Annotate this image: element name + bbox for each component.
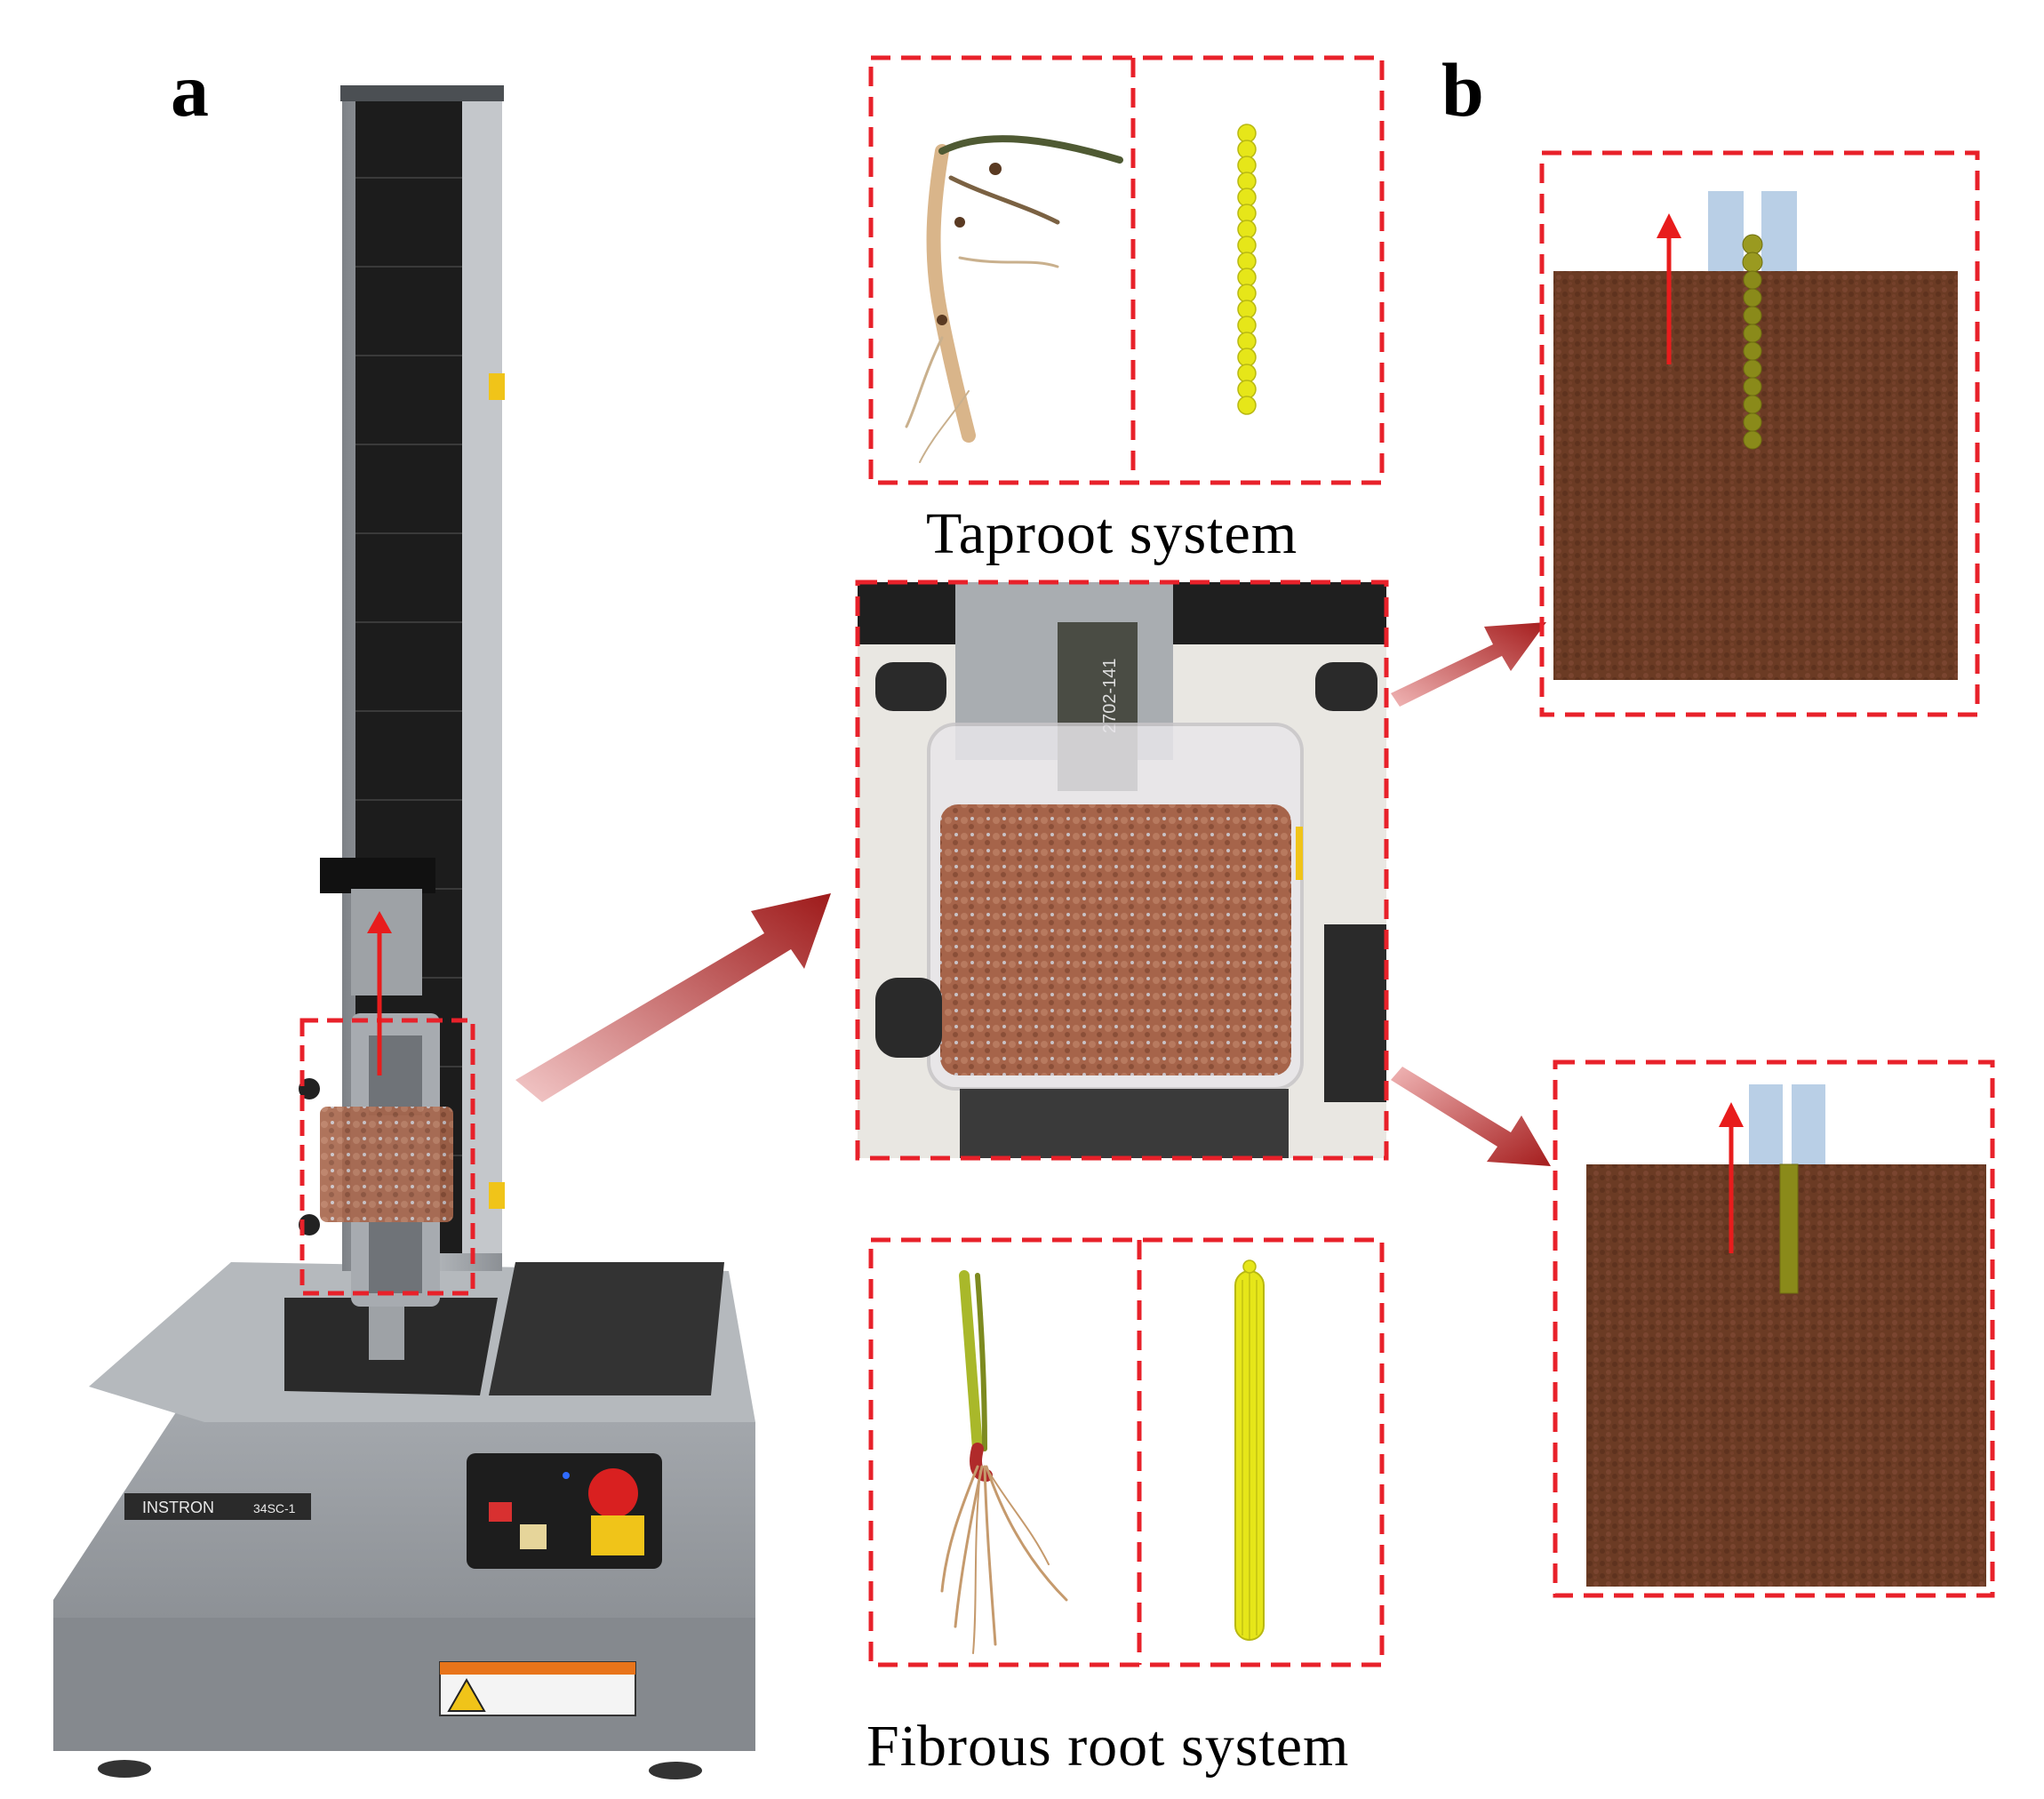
- panel-label-a: a: [171, 47, 209, 132]
- model-text: 34SC-1: [253, 1501, 296, 1515]
- soil-container-photo: 2702-141: [855, 580, 1389, 1161]
- machine-foot: [649, 1762, 702, 1779]
- taproot-model-box: [1539, 150, 1980, 717]
- upper-grip: [351, 889, 422, 995]
- control-button: [489, 1502, 512, 1522]
- grip-window: [369, 1035, 422, 1115]
- taproot-dem-model: [1539, 150, 1980, 717]
- fibrous-embedded-bundle: [1779, 1163, 1799, 1294]
- warning-triangle-icon: [447, 1677, 486, 1712]
- photo-knob-left: [875, 662, 946, 711]
- zoom-arrow-icon: [515, 893, 831, 1102]
- fibrous-panel: [868, 1237, 1385, 1667]
- arrow-to-taproot-model-icon: [1391, 622, 1546, 707]
- limit-stop: [489, 373, 505, 400]
- taproot-caption: Taproot system: [926, 501, 1298, 566]
- brand-plate: [124, 1493, 311, 1520]
- photo-knob-right: [1315, 662, 1377, 711]
- limit-stop: [489, 1182, 505, 1209]
- photo-yellow-marker: [1296, 827, 1303, 880]
- column-cap: [340, 85, 504, 101]
- fibrous-dem-model: [1553, 1059, 1995, 1598]
- arrow-to-fibrous-model-icon: [1391, 1067, 1551, 1166]
- taproot-box: [868, 55, 1385, 485]
- panel-label-b: b: [1441, 47, 1484, 132]
- photo-box: [855, 580, 1389, 1161]
- taproot-particle-model: [1237, 124, 1257, 415]
- control-button: [520, 1524, 547, 1549]
- machine-base-front: [53, 1618, 755, 1751]
- photo-knob-lower: [875, 978, 942, 1058]
- column-rail: [462, 98, 502, 1253]
- taproot-embedded-chain: [1742, 234, 1763, 450]
- photo-soil: [940, 804, 1291, 1075]
- load-cell: [320, 858, 435, 893]
- fibrous-root-photo: [940, 1270, 1068, 1654]
- warning-label-header: [440, 1662, 635, 1675]
- specimen-highlight-box: [299, 1018, 475, 1296]
- pull-arrow-head-icon: [367, 911, 392, 933]
- soil-container: [320, 1107, 453, 1222]
- clamp-right: [1792, 1084, 1825, 1164]
- brand-text: INSTRON: [142, 1499, 214, 1516]
- clamp-left: [1708, 191, 1744, 271]
- photo-lower-grip: [960, 1089, 1289, 1158]
- specimen-code: 2702-141: [1100, 658, 1120, 733]
- fibrous-box: [868, 1237, 1385, 1667]
- fibrous-pull-arrow-head-icon: [1719, 1102, 1744, 1127]
- taproot-photo: [905, 135, 1123, 463]
- clamp-left: [1749, 1084, 1783, 1164]
- emergency-stop-base: [591, 1515, 644, 1555]
- fibrous-caption: Fibrous root system: [866, 1714, 1350, 1779]
- emergency-stop: [588, 1468, 638, 1518]
- fibrous-particle-model: [1234, 1259, 1265, 1641]
- tensile-testing-machine: INSTRON 34SC-1: [53, 85, 755, 1779]
- machine-foot: [98, 1760, 151, 1778]
- clamp-right: [1761, 191, 1797, 271]
- taproot-pull-arrow-head-icon: [1657, 213, 1681, 238]
- lower-grip-stem: [369, 1307, 404, 1360]
- grip-window: [369, 1222, 422, 1293]
- base-pad-right: [489, 1262, 724, 1395]
- taproot-panel: [868, 55, 1385, 485]
- fibrous-model-box: [1553, 1059, 1995, 1598]
- status-led: [563, 1472, 570, 1479]
- photo-stand: [1324, 924, 1386, 1102]
